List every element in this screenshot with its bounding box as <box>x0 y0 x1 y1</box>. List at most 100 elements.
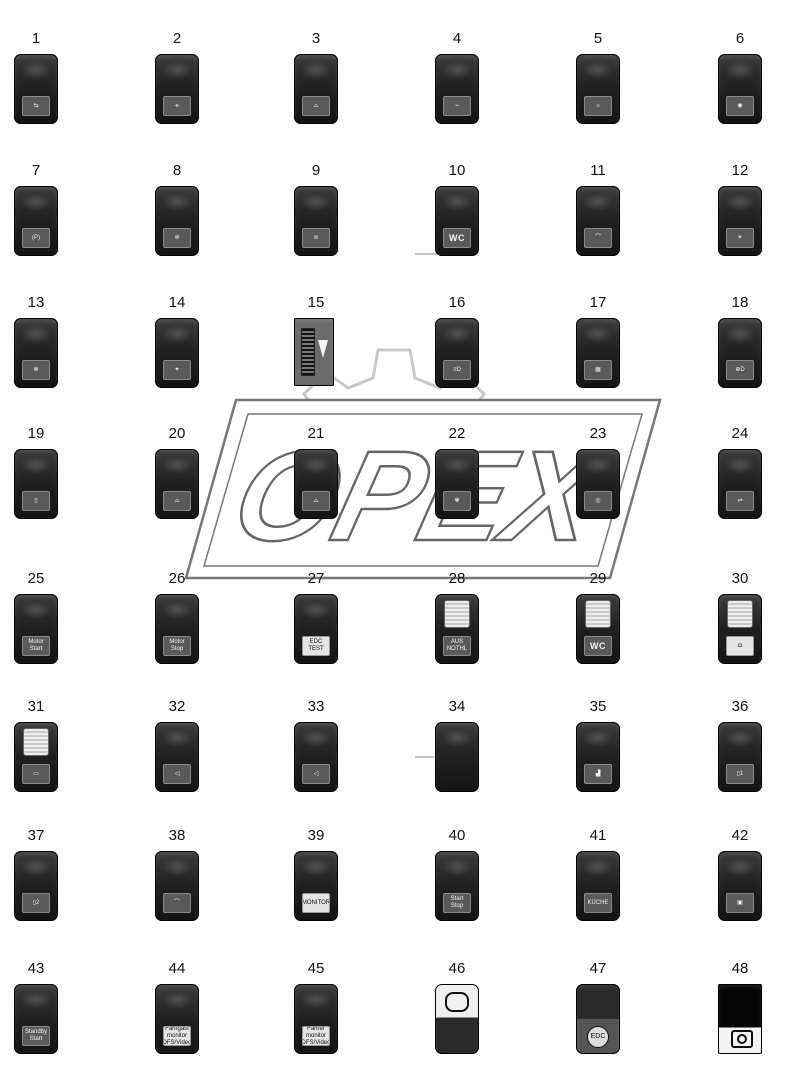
switch-number: 34 <box>448 698 466 715</box>
rocker-switch-34[interactable] <box>435 722 479 792</box>
switch-highlight <box>301 61 331 79</box>
rocker-switch-10[interactable]: WC <box>435 186 479 256</box>
rocker-switch-17[interactable]: ▦ <box>576 318 620 388</box>
switch-number: 25 <box>27 570 45 587</box>
rocker-switch-42[interactable]: ▣ <box>718 851 762 921</box>
switch-highlight <box>21 61 51 79</box>
rocker-switch-2[interactable]: ⟛ <box>155 54 199 124</box>
rocker-switch-36[interactable]: ▯1 <box>718 722 762 792</box>
switch-number: 12 <box>731 162 749 179</box>
rocker-switch-21[interactable]: ⌓ <box>294 449 338 519</box>
switch-cell-16: 16 ≡D <box>397 294 517 424</box>
rocker-switch-33[interactable]: ◁ <box>294 722 338 792</box>
switch-label: ▯1 <box>726 764 754 784</box>
rocker-switch-15[interactable] <box>294 318 334 386</box>
rocker-switch-39[interactable]: MONITOR <box>294 851 338 921</box>
rocker-switch-7[interactable]: (P) <box>14 186 58 256</box>
switch-label: Motor Stop <box>163 636 191 656</box>
rocker-switch-26[interactable]: Motor Stop <box>155 594 199 664</box>
rocker-switch-23[interactable]: ◎ <box>576 449 620 519</box>
rocker-switch-24[interactable]: ⇌ <box>718 449 762 519</box>
switch-cell-48: 48 <box>680 960 788 1090</box>
switch-highlight <box>583 193 613 211</box>
rocker-switch-20[interactable]: ⌓ <box>155 449 199 519</box>
switch-highlight <box>162 601 192 619</box>
rocker-switch-28[interactable]: AUS NOTHL <box>435 594 479 664</box>
rocker-switch-13[interactable]: ✻ <box>14 318 58 388</box>
switch-cell-12: 12 ☀ <box>680 162 788 292</box>
rocker-switch-35[interactable]: ▟ <box>576 722 620 792</box>
switch-number: 44 <box>168 960 186 977</box>
rocker-switch-40[interactable]: Start Stop <box>435 851 479 921</box>
switch-label: AUS NOTHL <box>443 636 471 656</box>
rocker-switch-29[interactable]: WC <box>576 594 620 664</box>
switch-label: Fahrgast monitor DFS/Video <box>163 1026 191 1046</box>
rocker-switch-3[interactable]: ⌓ <box>294 54 338 124</box>
rocker-switch-18[interactable]: ⊕D <box>718 318 762 388</box>
rocker-switch-5[interactable]: ☼ <box>576 54 620 124</box>
rocker-switch-25[interactable]: Motor Start <box>14 594 58 664</box>
switch-cell-46: 46 <box>397 960 517 1090</box>
switch-number: 3 <box>311 30 321 47</box>
switch-number: 4 <box>452 30 462 47</box>
rocker-switch-45[interactable]: Fahrer monitor DFS/Video <box>294 984 338 1054</box>
switch-label: ▣ <box>726 893 754 913</box>
switch-number: 30 <box>731 570 749 587</box>
rocker-switch-4[interactable]: ⌁ <box>435 54 479 124</box>
switch-label: ▭ <box>22 764 50 784</box>
rocker-switch-8[interactable]: ✲ <box>155 186 199 256</box>
switch-highlight <box>583 858 613 876</box>
switch-label: MONITOR <box>302 893 330 913</box>
rocker-paddle[interactable] <box>585 600 611 628</box>
rocker-switch-41[interactable]: KÜCHE <box>576 851 620 921</box>
rocker-switch-9[interactable]: ≋ <box>294 186 338 256</box>
rocker-switch-38[interactable]: ⌒ <box>155 851 199 921</box>
switch-label: ⌓ <box>302 491 330 511</box>
slider-track[interactable] <box>301 328 315 376</box>
rocker-switch-46[interactable] <box>435 984 479 1054</box>
switch-label: ▯ <box>22 491 50 511</box>
switch-number: 40 <box>448 827 466 844</box>
rocker-switch-14[interactable]: ✦ <box>155 318 199 388</box>
switch-cell-9: 9≋ <box>256 162 376 292</box>
rocker-switch-27[interactable]: EDC TEST <box>294 594 338 664</box>
switch-cell-1: 1⇆ <box>0 30 96 160</box>
switch-highlight <box>21 601 51 619</box>
switch-label: ⌓ <box>302 96 330 116</box>
rocker-switch-47[interactable]: EDC <box>576 984 620 1054</box>
rocker-switch-16[interactable]: ≡D <box>435 318 479 388</box>
rocker-switch-19[interactable]: ▯ <box>14 449 58 519</box>
rocker-paddle[interactable] <box>444 600 470 628</box>
rocker-switch-31[interactable]: ▭ <box>14 722 58 792</box>
switch-cell-31: 31 ▭ <box>0 698 96 828</box>
switch-number: 13 <box>27 294 45 311</box>
switch-highlight <box>21 456 51 474</box>
rocker-switch-1[interactable]: ⇆ <box>14 54 58 124</box>
rocker-switch-12[interactable]: ☀ <box>718 186 762 256</box>
switch-number: 45 <box>307 960 325 977</box>
rocker-paddle[interactable] <box>23 728 49 756</box>
switch-number: 16 <box>448 294 466 311</box>
switch-label: ⟛ <box>163 96 191 116</box>
rocker-switch-30[interactable]: ◘ <box>718 594 762 664</box>
rocker-switch-48[interactable] <box>718 984 762 1054</box>
rocker-switch-22[interactable]: ✾ <box>435 449 479 519</box>
switch-highlight <box>301 729 331 747</box>
rocker-switch-37[interactable]: ▯2 <box>14 851 58 921</box>
switch-number: 31 <box>27 698 45 715</box>
rocker-switch-32[interactable]: ◁ <box>155 722 199 792</box>
rocker-paddle[interactable] <box>727 600 753 628</box>
switch-cell-32: 32◁ <box>117 698 237 828</box>
rocker-switch-6[interactable]: ◉ <box>718 54 762 124</box>
switch-cell-24: 24⇌ <box>680 425 788 555</box>
rocker-switch-11[interactable]: ⌒ <box>576 186 620 256</box>
switch-number: 18 <box>731 294 749 311</box>
rocker-switch-43[interactable]: Standby Start <box>14 984 58 1054</box>
arrow-down-icon <box>318 340 328 358</box>
switch-highlight <box>301 456 331 474</box>
rocker-switch-44[interactable]: Fahrgast monitor DFS/Video <box>155 984 199 1054</box>
